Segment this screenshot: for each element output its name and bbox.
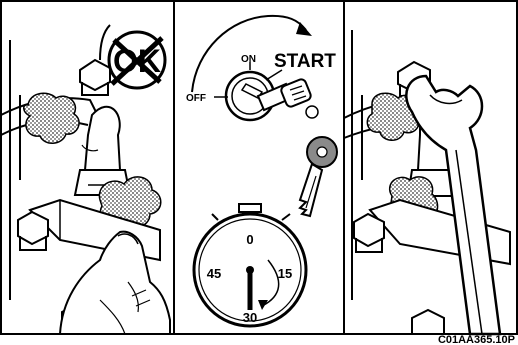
- dial-label-15: 15: [278, 266, 292, 281]
- dial-label-30: 30: [243, 310, 257, 325]
- start-label: START: [274, 51, 336, 72]
- off-label: OFF: [186, 93, 206, 104]
- prohibited-ok-symbol: OK: [109, 32, 165, 88]
- dial-label-45: 45: [207, 266, 221, 281]
- on-label: ON: [241, 54, 256, 65]
- figure-code: C01AA365.10P: [438, 334, 515, 345]
- dial-label-0: 0: [246, 232, 253, 247]
